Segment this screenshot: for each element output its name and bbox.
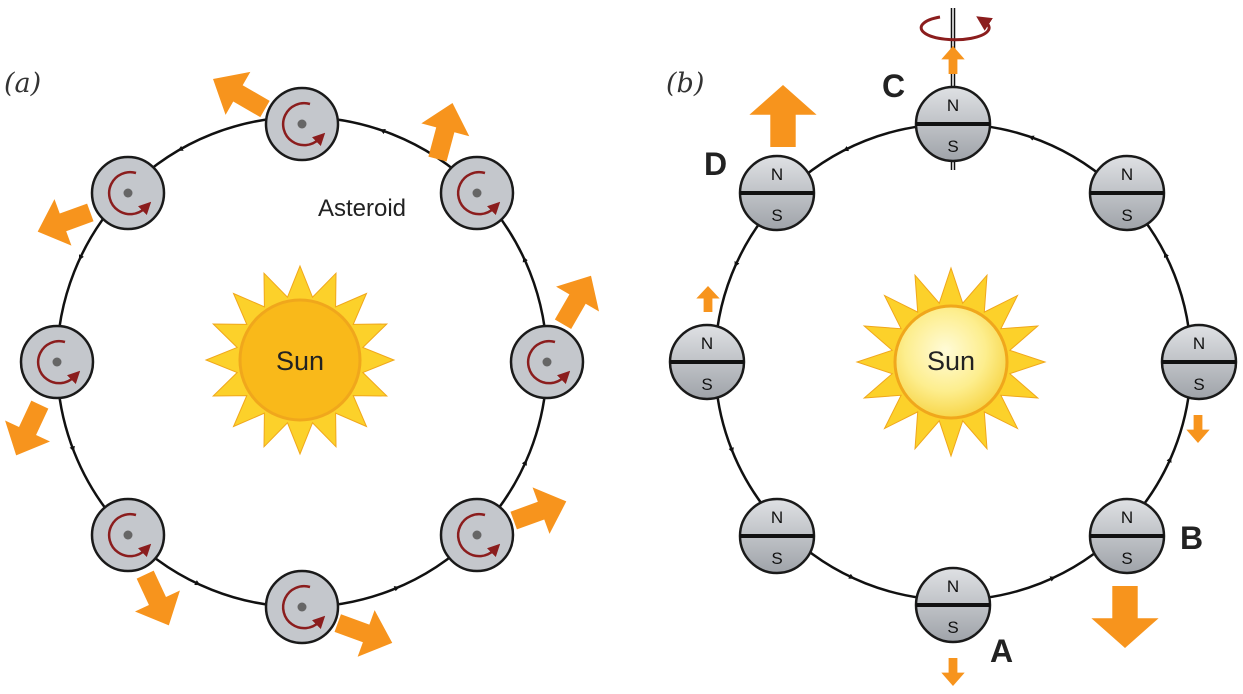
asteroid-sphere-icon [509,324,585,400]
sun-icon: Sun [204,264,396,456]
south-pole-label: S [1121,549,1132,568]
sun-label: Sun [276,346,324,376]
north-pole-label: N [1193,334,1205,353]
north-pole-label: N [947,577,959,596]
south-pole-label: S [1193,375,1204,394]
point-label-b: B [1180,520,1203,556]
asteroid-sphere-icon: NS [668,323,746,401]
asteroid-sphere-icon [439,497,515,573]
asteroid-sphere-icon: NS [914,85,992,163]
block-arrow-icon [334,610,393,657]
block-arrow-icon [554,275,600,329]
block-arrow-icon [134,570,180,626]
north-pole-label: N [947,96,959,115]
asteroid-sphere-icon [19,324,95,400]
curved-arrow-icon [107,170,152,216]
block-arrow-icon [510,487,567,534]
block-arrow-icon [1186,415,1210,443]
thrust-arrows [5,46,1210,686]
asteroid-sphere-icon [264,569,340,645]
block-arrow-icon [213,71,270,118]
south-pole-label: S [947,137,958,156]
north-pole-label: N [771,165,783,184]
sun-core [238,298,362,422]
block-arrow-icon [37,199,94,246]
block-arrow-icon [1091,586,1159,648]
north-pole-label: N [701,334,713,353]
block-arrow-icon [696,286,720,312]
north-pole-label: N [771,508,783,527]
curved-arrow-icon [107,512,152,558]
block-arrow-icon [749,85,817,147]
asteroid-sphere-icon [90,497,166,573]
panel-b-label: (b) [666,68,704,99]
sun-icon: Sun [855,266,1047,458]
north-pole-label: N [1121,508,1133,527]
curved-arrow-icon [456,170,501,216]
curved-arrow-icon [919,15,993,42]
block-arrow-icon [941,658,965,686]
asteroid-sphere-icon: NS [914,566,992,644]
south-pole-label: S [771,549,782,568]
curved-arrow-icon [456,512,501,558]
asteroid-sphere-icon: NS [738,154,816,232]
asteroid-sphere-icon: NS [1088,497,1166,575]
asteroid-sphere-icon: NS [1088,154,1166,232]
asteroid-sphere-icon [90,155,166,231]
south-pole-label: S [701,375,712,394]
south-pole-label: S [1121,206,1132,225]
asteroid-sphere-icon [439,155,515,231]
panel-a-label: (a) [4,68,41,99]
south-pole-label: S [771,206,782,225]
point-label-a: A [990,633,1013,669]
curved-arrow-icon [36,339,81,385]
asteroid-label: Asteroid [318,195,406,222]
asteroid-sphere-icon [264,86,340,162]
curved-arrow-icon [526,339,571,385]
asteroids-a [19,86,585,645]
sun-label: Sun [927,346,975,376]
curved-arrow-icon [281,101,326,147]
point-label-c: C [882,68,905,104]
sun-core [893,304,1009,420]
curved-arrow-icon [281,584,326,630]
block-arrow-icon [421,102,470,162]
south-pole-label: S [947,618,958,637]
block-arrow-icon [5,400,51,456]
asteroid-sphere-icon: NS [1160,323,1238,401]
north-pole-label: N [1121,165,1133,184]
point-label-d: D [704,146,727,182]
block-arrow-icon [941,46,965,74]
asteroid-sphere-icon: NS [738,497,816,575]
panel-a: Sun Asteroid [19,86,585,645]
